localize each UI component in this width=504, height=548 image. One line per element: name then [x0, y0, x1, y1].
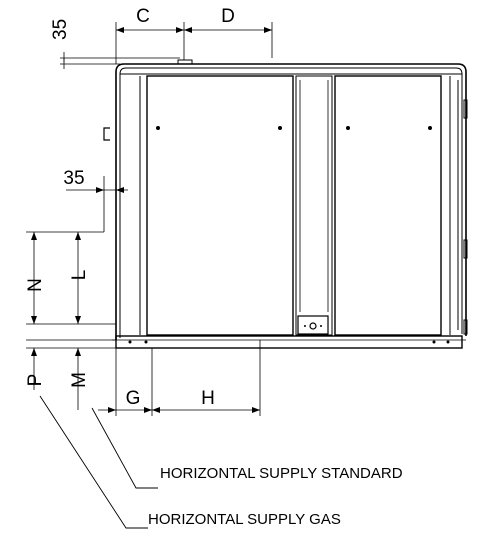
label-35-side: 35 [63, 168, 84, 189]
label-M: M [69, 372, 90, 388]
label-35-top: 35 [50, 19, 71, 40]
center-column [295, 75, 333, 336]
unit-base [115, 335, 463, 349]
bottom-dimensions [98, 340, 261, 416]
label-P: P [25, 374, 46, 387]
access-plate [297, 315, 329, 335]
callout-horizontal-supply-standard: HORIZONTAL SUPPLY STANDARD [160, 465, 403, 482]
label-G: G [126, 388, 141, 409]
label-D: D [221, 6, 235, 27]
label-N: N [25, 278, 46, 292]
label-H: H [201, 388, 215, 409]
leader-lines [39, 395, 158, 529]
side-offset-dimension [66, 176, 128, 232]
handle [103, 127, 110, 141]
label-L: L [69, 270, 90, 281]
right-panel [334, 75, 442, 336]
label-C: C [136, 6, 150, 27]
left-panel [146, 75, 294, 336]
top-dimensions [60, 22, 273, 69]
unit-body [103, 59, 468, 349]
vertical-dimensions [26, 231, 116, 410]
callout-horizontal-supply-gas: HORIZONTAL SUPPLY GAS [148, 511, 341, 528]
